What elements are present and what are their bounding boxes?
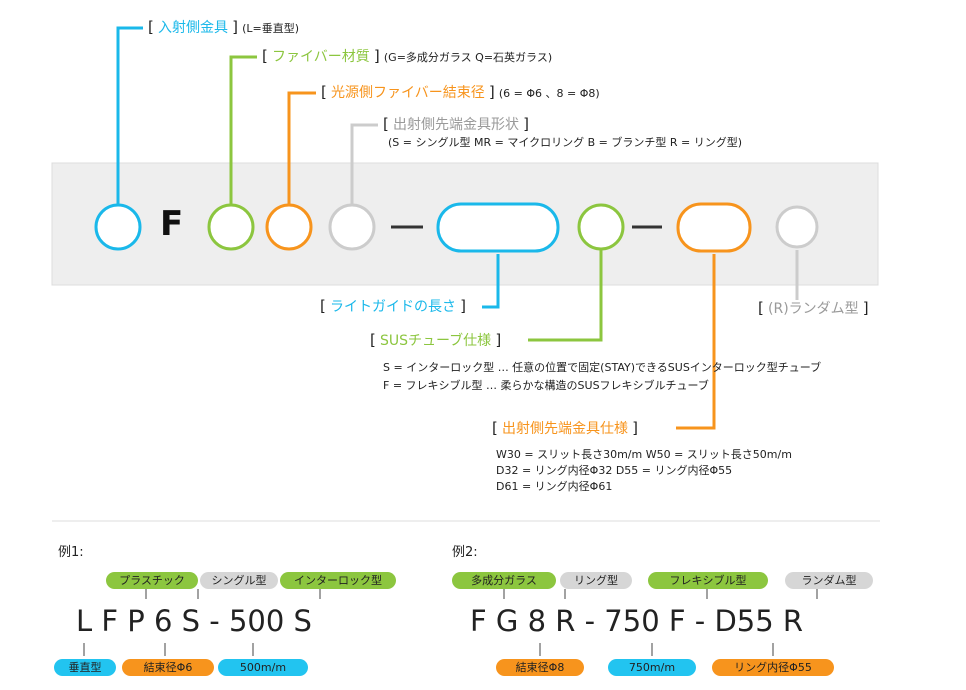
bracket-open: [ (320, 297, 326, 315)
example2-tag-bottom-2: 750m/m (608, 659, 696, 676)
label-name: 入射側金具 (158, 20, 228, 36)
example1-tag-bottom-3: 500m/m (218, 659, 308, 676)
label-bundle: [ 光源側ファイバー結束径 ] (6 = Φ6 、8 = Φ8) (321, 84, 600, 102)
bracket-close: ] (373, 47, 380, 65)
example1-tag-bottom-1: 垂直型 (54, 659, 116, 676)
exit-spec-line-3: D61 = リング内径Φ61 (496, 480, 613, 493)
slot-random (775, 205, 819, 249)
example1-tag-top-3: インターロック型 (280, 572, 396, 589)
connector-exit-spec (676, 254, 716, 430)
connector-fiber (229, 55, 257, 205)
connector-sus (528, 250, 603, 342)
connector-incident (116, 26, 143, 205)
label-exit-shape-note: (S = シングル型 MR = マイクロリング B = ブランチ型 R = リン… (388, 136, 742, 149)
exit-spec-line-2: D32 = リング内径Φ32 D55 = リング内径Φ55 (496, 464, 733, 477)
slot-bundle (265, 203, 313, 251)
example1-tag-top-1: プラスチック (106, 572, 198, 589)
example2-tag-top-4: ランダム型 (785, 572, 873, 589)
example2-tag-top-3: フレキシブル型 (648, 572, 768, 589)
exit-spec-line-1: W30 = スリット長さ30m/m W50 = スリット長さ50m/m (496, 448, 792, 461)
bracket-open: [ (383, 115, 389, 133)
bracket-close: ] (862, 299, 869, 317)
label-exit-shape: [ 出射側先端金具形状 ] (383, 116, 529, 134)
example2-code: F G 8 R - 750 F - D55 R (470, 604, 804, 638)
bracket-open: [ (262, 47, 268, 65)
bracket-close: ] (523, 115, 529, 133)
bracket-open: [ (758, 299, 764, 317)
bracket-close: ] (232, 18, 238, 36)
example1-code: L F P 6 S - 500 S (76, 604, 312, 638)
label-name: 出射側先端金具形状 (393, 117, 519, 133)
example2-tag-top-2: リング型 (560, 572, 632, 589)
label-random: [ (R)ランダム型 ] (758, 300, 869, 318)
label-name: (R)ランダム型 (768, 301, 859, 317)
bracket-close: ] (488, 83, 495, 101)
bracket-open: [ (370, 331, 376, 349)
bracket-open: [ (321, 83, 327, 101)
slot-incident (94, 203, 142, 251)
slot-exit-shape (328, 203, 376, 251)
bracket-close: ] (495, 331, 502, 349)
label-note: (L=垂直型) (242, 22, 300, 35)
slot-fiber (207, 203, 255, 251)
bracket-open: [ (148, 18, 154, 36)
example1-tag-top-2: シングル型 (200, 572, 278, 589)
sus-line-1: S = インターロック型 … 任意の位置で固定(STAY)できるSUSインターロ… (383, 361, 822, 374)
example2-tag-bottom-1: 結束径Φ8 (496, 659, 584, 676)
label-length: [ ライトガイドの長さ ] (320, 298, 466, 316)
sus-line-2: F = フレキシブル型 … 柔らかな構造のSUSフレキシブルチューブ (383, 379, 709, 392)
label-note: (G=多成分ガラス Q=石英ガラス) (383, 51, 553, 64)
label-fiber: [ ファイバー材質 ] (G=多成分ガラス Q=石英ガラス) (262, 48, 552, 66)
slot-sus (577, 203, 625, 251)
connector-bundle (287, 91, 316, 205)
code-letter-f: F (160, 204, 184, 244)
example1-tag-bottom-2: 結束径Φ6 (122, 659, 214, 676)
example1-ticks (83, 589, 321, 656)
example2-tag-top-1: 多成分ガラス (452, 572, 556, 589)
example2-ticks (503, 589, 818, 656)
bracket-close: ] (460, 297, 466, 315)
example2-title: 例2: (452, 545, 478, 560)
label-sus: [ SUSチューブ仕様 ] (370, 332, 501, 350)
label-incident: [ 入射側金具 ] (L=垂直型) (148, 19, 299, 37)
label-note: (6 = Φ6 、8 = Φ8) (498, 87, 600, 100)
slot-length (436, 202, 560, 253)
slot-exit-spec (676, 202, 752, 253)
label-name: 出射側先端金具仕様 (502, 421, 628, 437)
label-name: ファイバー材質 (272, 49, 370, 65)
label-name: SUSチューブ仕様 (380, 333, 492, 349)
example2-tag-bottom-3: リング内径Φ55 (712, 659, 834, 676)
label-name: 光源側ファイバー結束径 (331, 85, 485, 101)
connector-exit-shape (350, 123, 378, 205)
label-exit-spec: [ 出射側先端金具仕様 ] (492, 420, 638, 438)
example1-title: 例1: (58, 545, 84, 560)
connector-length (482, 254, 500, 309)
bracket-close: ] (632, 419, 638, 437)
bracket-open: [ (492, 419, 498, 437)
label-name: ライトガイドの長さ (330, 299, 456, 315)
